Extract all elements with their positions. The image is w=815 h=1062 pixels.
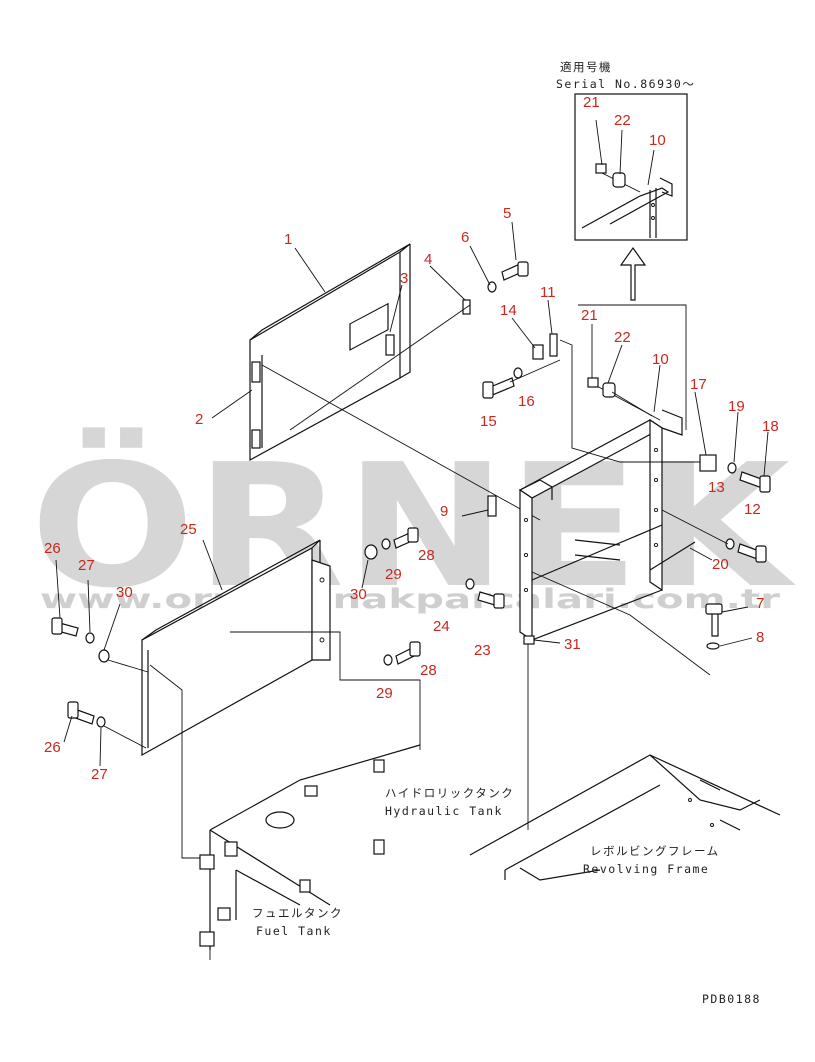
inset-callout: 10 [649, 132, 666, 149]
callout-26: 26 [44, 540, 61, 557]
callout-2: 2 [195, 411, 203, 428]
inset-callout: 22 [614, 112, 631, 129]
callout-30: 30 [116, 584, 133, 601]
callout-28: 28 [420, 662, 437, 679]
support-frame [518, 339, 700, 642]
callout-25: 25 [180, 521, 197, 538]
callout-21: 21 [581, 307, 598, 324]
hardware [51, 261, 771, 859]
inset-serial: Serial No.86930〜 [556, 77, 695, 91]
up-arrow [619, 246, 647, 301]
callout-29: 29 [376, 685, 393, 702]
leader-lines [55, 221, 769, 767]
callout-24: 24 [433, 618, 450, 635]
tanks [199, 744, 421, 960]
callout-31: 31 [564, 636, 581, 653]
callout-18: 18 [762, 418, 779, 435]
callouts: 1 2 3 4 5 6 7 8 9 10 11 12 13 14 15 16 1… [44, 205, 779, 783]
callout-5: 5 [503, 205, 511, 222]
watermark: ÖRNEK www.orneksinakparcalari.com.tr [30, 427, 796, 626]
revolving-frame [469, 754, 781, 881]
callout-11: 11 [540, 284, 556, 301]
cover-panel-25 [141, 539, 421, 757]
callout-23: 23 [474, 642, 491, 659]
callout-9: 9 [440, 503, 448, 520]
inset-callout: 21 [583, 94, 600, 111]
inset-title: 適用号機 [560, 60, 612, 74]
cover-panel-1 [249, 243, 541, 521]
callout-20: 20 [712, 556, 729, 573]
callout-22: 22 [614, 329, 631, 346]
watermark-brand: ÖRNEK [30, 427, 796, 626]
callout-12: 12 [744, 501, 761, 518]
fuel-tank-label-jp: フュエルタンク [252, 906, 343, 920]
callout-3: 3 [400, 270, 408, 287]
callout-28: 28 [418, 547, 435, 564]
callout-17: 17 [690, 376, 707, 393]
callout-13: 13 [708, 479, 725, 496]
fuel-tank-label: Fuel Tank [256, 924, 332, 938]
callout-8: 8 [756, 629, 764, 646]
inset-panel: 適用号機 Serial No.86930〜 21 22 10 [556, 60, 695, 241]
drawing-code: PDB0188 [702, 992, 761, 1006]
hydraulic-tank-label-jp: ハイドロリックタンク [385, 786, 514, 800]
callout-16: 16 [518, 393, 535, 410]
callout-15: 15 [480, 413, 497, 430]
callout-4: 4 [424, 251, 432, 268]
hydraulic-tank-label: Hydraulic Tank [385, 804, 503, 818]
callout-6: 6 [461, 229, 469, 246]
callout-26: 26 [44, 739, 61, 756]
callout-1: 1 [284, 231, 292, 248]
callout-29: 29 [385, 566, 402, 583]
callout-7: 7 [756, 595, 764, 612]
revolving-frame-label-jp: レボルビングフレーム [590, 844, 720, 858]
callout-19: 19 [728, 398, 745, 415]
revolving-frame-label: Revolving Frame [583, 862, 709, 876]
callout-27: 27 [78, 557, 95, 574]
callout-14: 14 [500, 302, 517, 319]
callout-10: 10 [652, 351, 669, 368]
callout-27: 27 [91, 766, 108, 783]
callout-30: 30 [350, 586, 367, 603]
watermark-website: www.orneksinakparcalari.com.tr [40, 584, 781, 615]
